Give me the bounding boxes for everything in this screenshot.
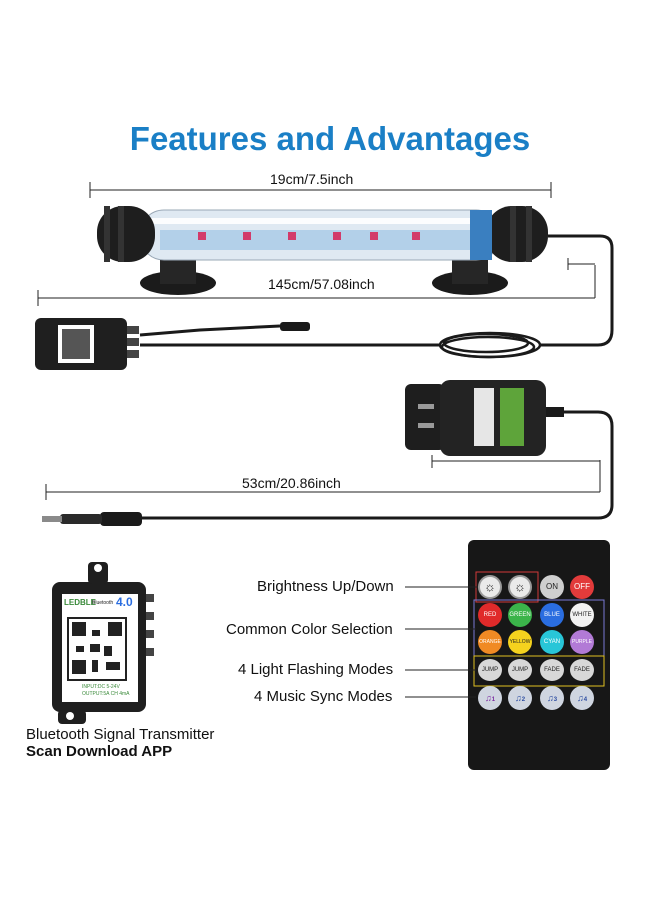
fade3-button[interactable]: FADE (540, 659, 564, 681)
brightness-down-button[interactable]: ☼ (478, 575, 502, 599)
transmitter-spec-2: OUTPUT:5A CH 4mA (82, 691, 130, 697)
music-note-icon: ♫ (576, 693, 584, 703)
white-button[interactable]: WHITE (570, 603, 594, 627)
music-mode-2-button[interactable]: ♫2 (508, 686, 532, 710)
label-pointers (405, 586, 478, 698)
app-caption: Scan Download APP (26, 743, 173, 760)
music-modes-label: 4 Music Sync Modes (254, 688, 393, 705)
red-button[interactable]: RED (478, 603, 502, 627)
transmitter-caption: Bluetooth Signal Transmitter (26, 726, 215, 743)
transmitter-version: 4.0 (116, 595, 133, 609)
light-length-dimension (89, 182, 552, 198)
off-button[interactable]: OFF (570, 575, 594, 599)
transmitter-brand: LEDBLE (64, 598, 96, 607)
jump3-button[interactable]: JUMP (478, 659, 502, 681)
music-note-icon: ♫ (546, 693, 554, 703)
music-mode-4-label: 4 (583, 697, 588, 703)
bluetooth-transmitter (52, 562, 154, 724)
aquarium-light-bar (97, 206, 548, 295)
music-mode-3-button[interactable]: ♫3 (540, 686, 564, 710)
page-title: Features and Advantages (129, 120, 531, 157)
cable-2-dimension (45, 455, 601, 500)
music-note-icon: ♫ (484, 693, 492, 703)
coiled-cable (438, 331, 542, 359)
light-length-label: 19cm/7.5inch (270, 171, 354, 187)
music-mode-1-label: 1 (491, 697, 496, 703)
jump7-button[interactable]: JUMP (508, 659, 532, 681)
music-mode-3-label: 3 (553, 697, 558, 703)
green-button[interactable]: GREEN (508, 603, 532, 627)
color-selection-label: Common Color Selection (226, 621, 393, 638)
flashing-modes-label: 4 Light Flashing Modes (238, 661, 394, 678)
music-mode-2-label: 2 (521, 697, 526, 703)
transmitter-spec-1: INPUT:DC 5-24V (82, 684, 120, 690)
purple-button[interactable]: PURPLE (570, 630, 594, 654)
small-controller (35, 318, 139, 370)
fade7-button[interactable]: FADE (570, 659, 594, 681)
blue-button[interactable]: BLUE (540, 603, 564, 627)
brightness-label: Brightness Up/Down (257, 578, 394, 595)
cable-1-length-label: 145cm/57.08inch (268, 276, 375, 292)
cyan-button[interactable]: CYAN (540, 630, 564, 654)
music-note-icon: ♫ (514, 693, 522, 703)
orange-button[interactable]: ORANGE (478, 630, 502, 654)
cable-1-dimension (37, 258, 596, 306)
music-mode-1-button[interactable]: ♫1 (478, 686, 502, 710)
remote-button-grid: ☼ ☼ ON OFF RED GREEN BLUE WHITE ORANGE Y… (468, 568, 610, 718)
on-button[interactable]: ON (540, 575, 564, 599)
brightness-up-button[interactable]: ☼ (508, 575, 532, 599)
power-adapter (405, 380, 564, 456)
yellow-button[interactable]: YELLOW (508, 630, 532, 654)
transmitter-bluetooth-label: Bluetooth (92, 600, 114, 606)
music-mode-4-button[interactable]: ♫4 (570, 686, 594, 710)
cable-2-length-label: 53cm/20.86inch (242, 475, 341, 491)
